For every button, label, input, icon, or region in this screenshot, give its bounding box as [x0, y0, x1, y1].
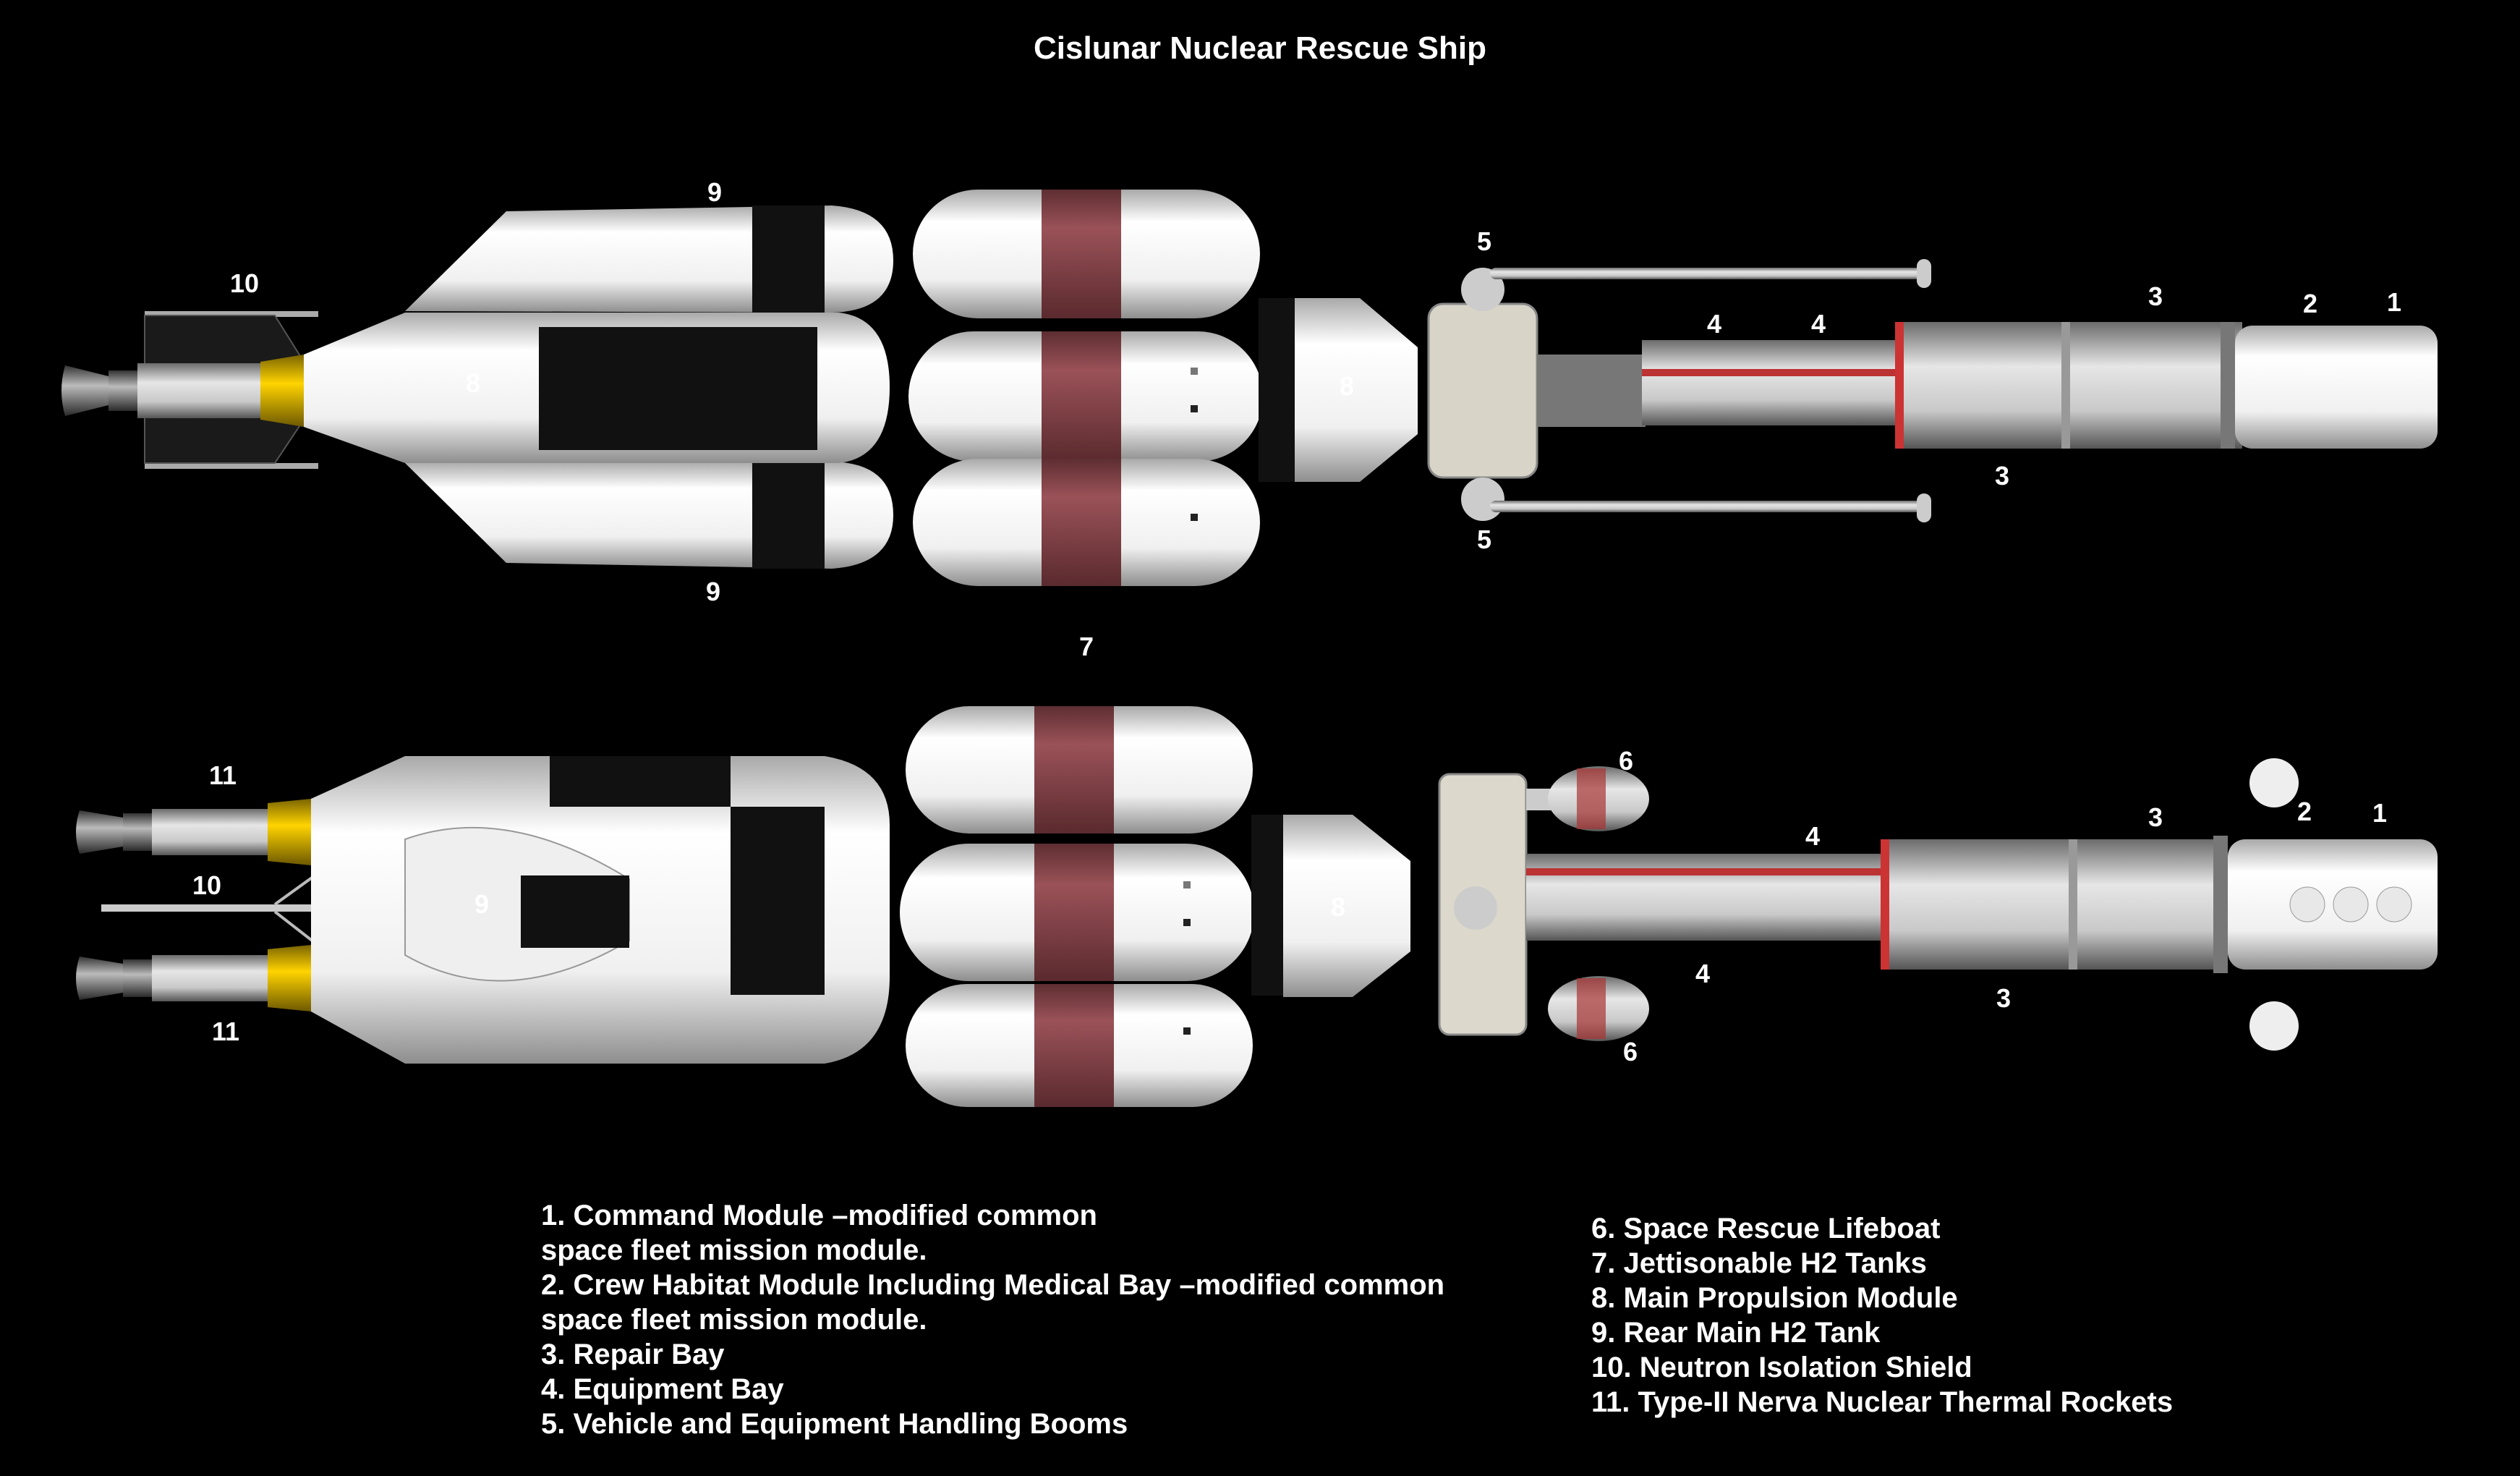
- callout-top-5-upper: 5: [1476, 226, 1492, 256]
- callout-top-2: 2: [2302, 289, 2318, 318]
- legend-item: space fleet mission module.: [541, 1234, 927, 1266]
- callout-bottom-10: 10: [192, 870, 222, 900]
- callout-top-1: 1: [2386, 287, 2402, 317]
- callout-top-3-lower: 3: [1994, 461, 2010, 491]
- callout-top-10: 10: [229, 268, 260, 298]
- legend-item: 10. Neutron Isolation Shield: [1591, 1352, 1972, 1383]
- legend-right: 6. Space Rescue Lifeboat 7. Jettisonable…: [1591, 1211, 2173, 1420]
- callout-top-9-lower: 9: [705, 577, 721, 606]
- legend-item: space fleet mission module.: [541, 1304, 927, 1336]
- legend-item: 11. Type-II Nerva Nuclear Thermal Rocket…: [1591, 1386, 2174, 1418]
- bottom-ship-view: [76, 706, 2438, 1107]
- callout-top-9-upper: 9: [707, 177, 723, 207]
- callout-top-8-rear: 8: [465, 368, 481, 398]
- callout-top-4-b: 4: [1810, 309, 1826, 339]
- callout-top-4-a: 4: [1706, 309, 1722, 339]
- legend-item: 7. Jettisonable H2 Tanks: [1591, 1247, 1927, 1279]
- callout-bottom-3-lower: 3: [1996, 983, 2012, 1013]
- callout-bottom-6-lower: 6: [1622, 1037, 1638, 1066]
- legend-left: 1. Command Module –modified common space…: [541, 1198, 1444, 1441]
- legend-item: 9. Rear Main H2 Tank: [1591, 1317, 1881, 1349]
- page-title: Cislunar Nuclear Rescue Ship: [1034, 30, 1486, 66]
- legend-item: 2. Crew Habitat Module Including Medical…: [541, 1269, 1445, 1301]
- callout-bottom-4-upper: 4: [1805, 821, 1821, 851]
- callout-top-5-lower: 5: [1476, 525, 1492, 554]
- callout-bottom-4-lower: 4: [1695, 959, 1711, 988]
- legend-item: 4. Equipment Bay: [541, 1373, 784, 1405]
- callout-top-8-front: 8: [1339, 371, 1355, 401]
- top-ship-view: [61, 190, 2438, 586]
- callout-bottom-9: 9: [474, 889, 490, 919]
- callout-bottom-1: 1: [2372, 798, 2388, 828]
- callout-bottom-8: 8: [1330, 892, 1346, 922]
- callout-7: 7: [1078, 632, 1094, 661]
- callout-bottom-11-upper: 11: [208, 760, 237, 790]
- callout-bottom-2: 2: [2296, 797, 2312, 826]
- legend-item: 3. Repair Bay: [541, 1339, 725, 1370]
- callout-top-3-upper: 3: [2147, 281, 2163, 311]
- callout-bottom-11-lower: 11: [211, 1017, 240, 1046]
- callout-bottom-3-upper: 3: [2147, 802, 2163, 832]
- legend-item: 8. Main Propulsion Module: [1591, 1282, 1958, 1314]
- legend-item: 6. Space Rescue Lifeboat: [1591, 1213, 1941, 1244]
- legend-item: 1. Command Module –modified common: [541, 1200, 1097, 1231]
- callout-bottom-6-upper: 6: [1618, 746, 1634, 776]
- legend-item: 5. Vehicle and Equipment Handling Booms: [541, 1408, 1128, 1440]
